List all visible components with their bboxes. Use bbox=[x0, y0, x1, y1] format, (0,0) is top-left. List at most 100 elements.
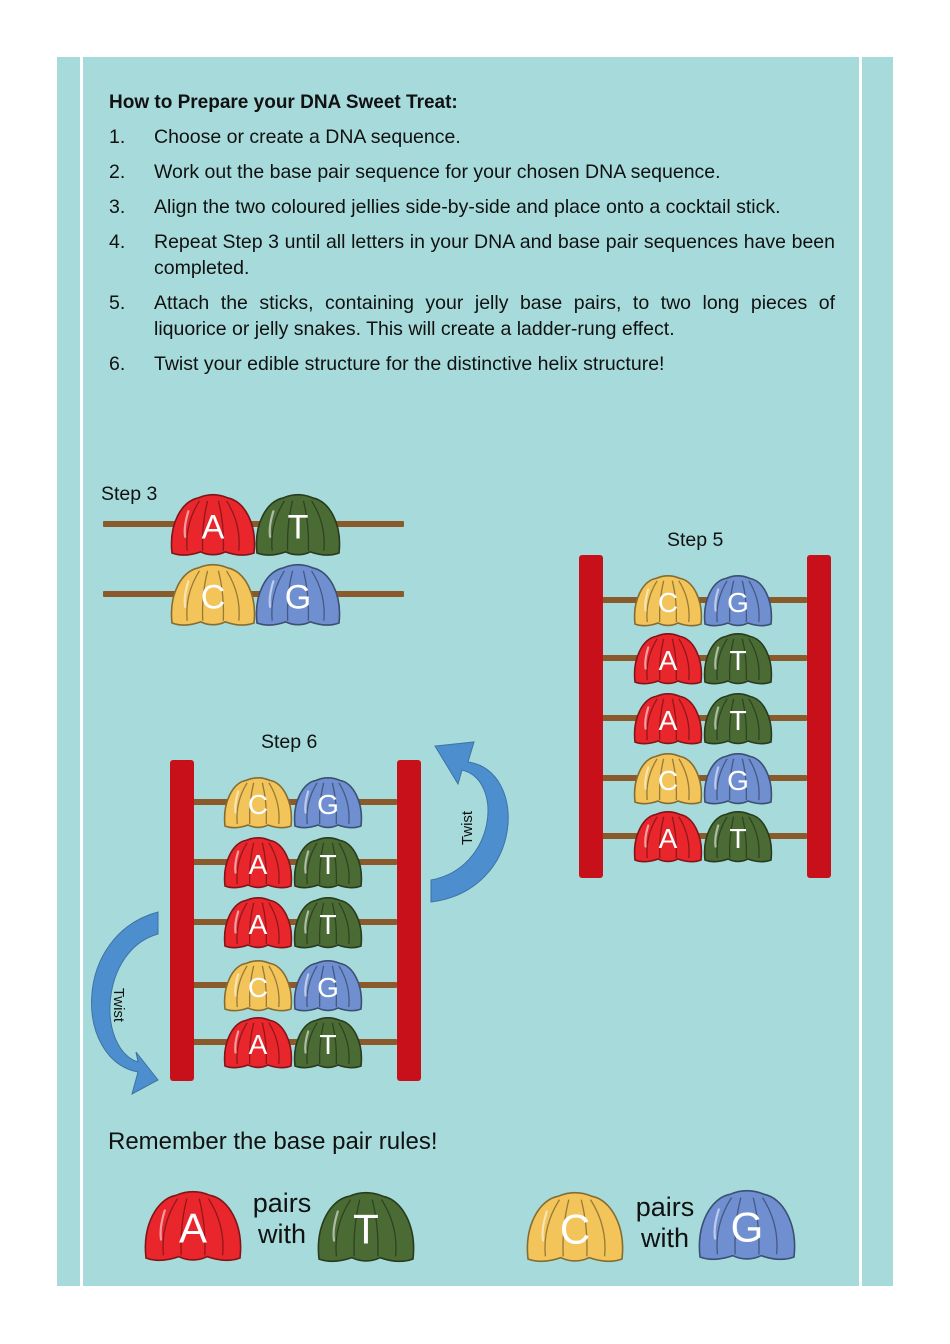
base-letter: T bbox=[319, 1029, 336, 1060]
step-number: 4. bbox=[109, 231, 126, 253]
rule-jelly-A: A bbox=[144, 1190, 242, 1262]
jelly-C: C bbox=[633, 752, 703, 805]
with-word: with bbox=[257, 1219, 306, 1249]
step-number: 1. bbox=[109, 126, 126, 148]
cocktail-stick bbox=[103, 591, 404, 597]
jelly-A: A bbox=[633, 692, 703, 745]
border-line-right bbox=[859, 57, 862, 1286]
jelly-C: C bbox=[170, 563, 256, 626]
jelly-T: T bbox=[703, 810, 773, 863]
step-item: 5. Attach the sticks, containing your jel… bbox=[109, 290, 835, 342]
base-letter: A bbox=[249, 909, 268, 940]
base-letter: G bbox=[731, 1204, 764, 1251]
step-text: Work out the base pair sequence for your… bbox=[154, 161, 721, 183]
jelly-T: T bbox=[255, 493, 341, 556]
step-text: Align the two coloured jellies side-by-s… bbox=[154, 196, 781, 218]
twist-arrow-up bbox=[430, 741, 509, 903]
base-letter: G bbox=[285, 578, 311, 616]
base-letter: C bbox=[560, 1206, 590, 1253]
rule-jelly-C: C bbox=[526, 1191, 624, 1263]
step-item: 2. Work out the base pair sequence for yo… bbox=[109, 159, 835, 185]
jelly-G: G bbox=[293, 776, 363, 829]
jelly-G: G bbox=[703, 574, 773, 627]
ladder-rung bbox=[190, 919, 397, 925]
jelly-A: A bbox=[223, 836, 293, 889]
base-letter: C bbox=[658, 765, 678, 796]
ladder-rung bbox=[599, 775, 807, 781]
ladder-rung bbox=[190, 799, 397, 805]
step-text: Attach the sticks, containing your jelly… bbox=[154, 292, 835, 340]
jelly-G: G bbox=[255, 563, 341, 626]
step-number: 6. bbox=[109, 353, 126, 375]
ladder-rung bbox=[190, 982, 397, 988]
base-letter: C bbox=[201, 578, 226, 616]
twist-arrows bbox=[91, 741, 509, 1095]
step-item: 3. Align the two coloured jellies side-by… bbox=[109, 194, 835, 220]
base-letter: T bbox=[729, 645, 746, 676]
jelly-A: A bbox=[223, 896, 293, 949]
jelly-T: T bbox=[703, 692, 773, 745]
jelly-A: A bbox=[633, 810, 703, 863]
twist-label-top: Twist bbox=[459, 810, 476, 845]
ladder-rung bbox=[599, 833, 807, 839]
jelly-T: T bbox=[293, 836, 363, 889]
base-letter: A bbox=[659, 823, 678, 854]
instructions-list: 1. Choose or create a DNA sequence. 2. Wor… bbox=[109, 124, 835, 386]
step5-rail-left bbox=[579, 555, 603, 878]
base-letter: A bbox=[249, 849, 268, 880]
jelly-C: C bbox=[223, 776, 293, 829]
rule1-caption: pairs with bbox=[248, 1188, 316, 1250]
step3-label: Step 3 bbox=[101, 483, 158, 505]
base-letter: T bbox=[729, 823, 746, 854]
base-letter: G bbox=[727, 587, 749, 618]
rule-jelly-T: T bbox=[317, 1191, 415, 1263]
base-letter: G bbox=[727, 765, 749, 796]
base-letter: G bbox=[317, 972, 339, 1003]
step-item: 4. Repeat Step 3 until all letters in you… bbox=[109, 229, 835, 281]
step6-rail-right bbox=[397, 760, 421, 1081]
base-letter: A bbox=[249, 1029, 268, 1060]
step6-label: Step 6 bbox=[261, 731, 318, 753]
ladder-rung bbox=[190, 859, 397, 865]
instructions-title: How to Prepare your DNA Sweet Treat: bbox=[109, 92, 458, 113]
base-letter: A bbox=[659, 645, 678, 676]
with-word: with bbox=[640, 1223, 689, 1253]
step6-rail-left bbox=[170, 760, 194, 1081]
jelly-T: T bbox=[293, 896, 363, 949]
jelly-T: T bbox=[703, 632, 773, 685]
step-text: Twist your edible structure for the dist… bbox=[154, 353, 665, 375]
jelly-A: A bbox=[223, 1016, 293, 1069]
step-number: 5. bbox=[109, 292, 126, 314]
ladder-rung bbox=[599, 597, 807, 603]
base-letter: T bbox=[319, 909, 336, 940]
step-text: Choose or create a DNA sequence. bbox=[154, 126, 461, 148]
twist-arrow-down bbox=[91, 911, 159, 1095]
rule2-caption: pairs with bbox=[631, 1192, 699, 1254]
base-letter: C bbox=[658, 587, 678, 618]
base-letter: T bbox=[319, 849, 336, 880]
jelly-T: T bbox=[293, 1016, 363, 1069]
ladder-rung bbox=[599, 715, 807, 721]
rules-heading: Remember the base pair rules! bbox=[108, 1128, 438, 1155]
step5-label: Step 5 bbox=[667, 529, 724, 551]
cocktail-stick bbox=[103, 521, 404, 527]
pairs-word: pairs bbox=[252, 1188, 312, 1218]
ladder-rung bbox=[599, 655, 807, 661]
base-letter: C bbox=[248, 789, 268, 820]
step-number: 2. bbox=[109, 161, 126, 183]
jelly-A: A bbox=[633, 632, 703, 685]
border-line-left bbox=[80, 57, 83, 1286]
jelly-G: G bbox=[703, 752, 773, 805]
jelly-C: C bbox=[633, 574, 703, 627]
step-number: 3. bbox=[109, 196, 126, 218]
base-letter: C bbox=[248, 972, 268, 1003]
base-letter: T bbox=[353, 1206, 379, 1253]
step5-rail-right bbox=[807, 555, 831, 878]
step-item: 1. Choose or create a DNA sequence. bbox=[109, 124, 835, 150]
rule-jelly-G: G bbox=[698, 1189, 796, 1261]
base-letter: A bbox=[659, 705, 678, 736]
step-text: Repeat Step 3 until all letters in your … bbox=[154, 231, 835, 279]
